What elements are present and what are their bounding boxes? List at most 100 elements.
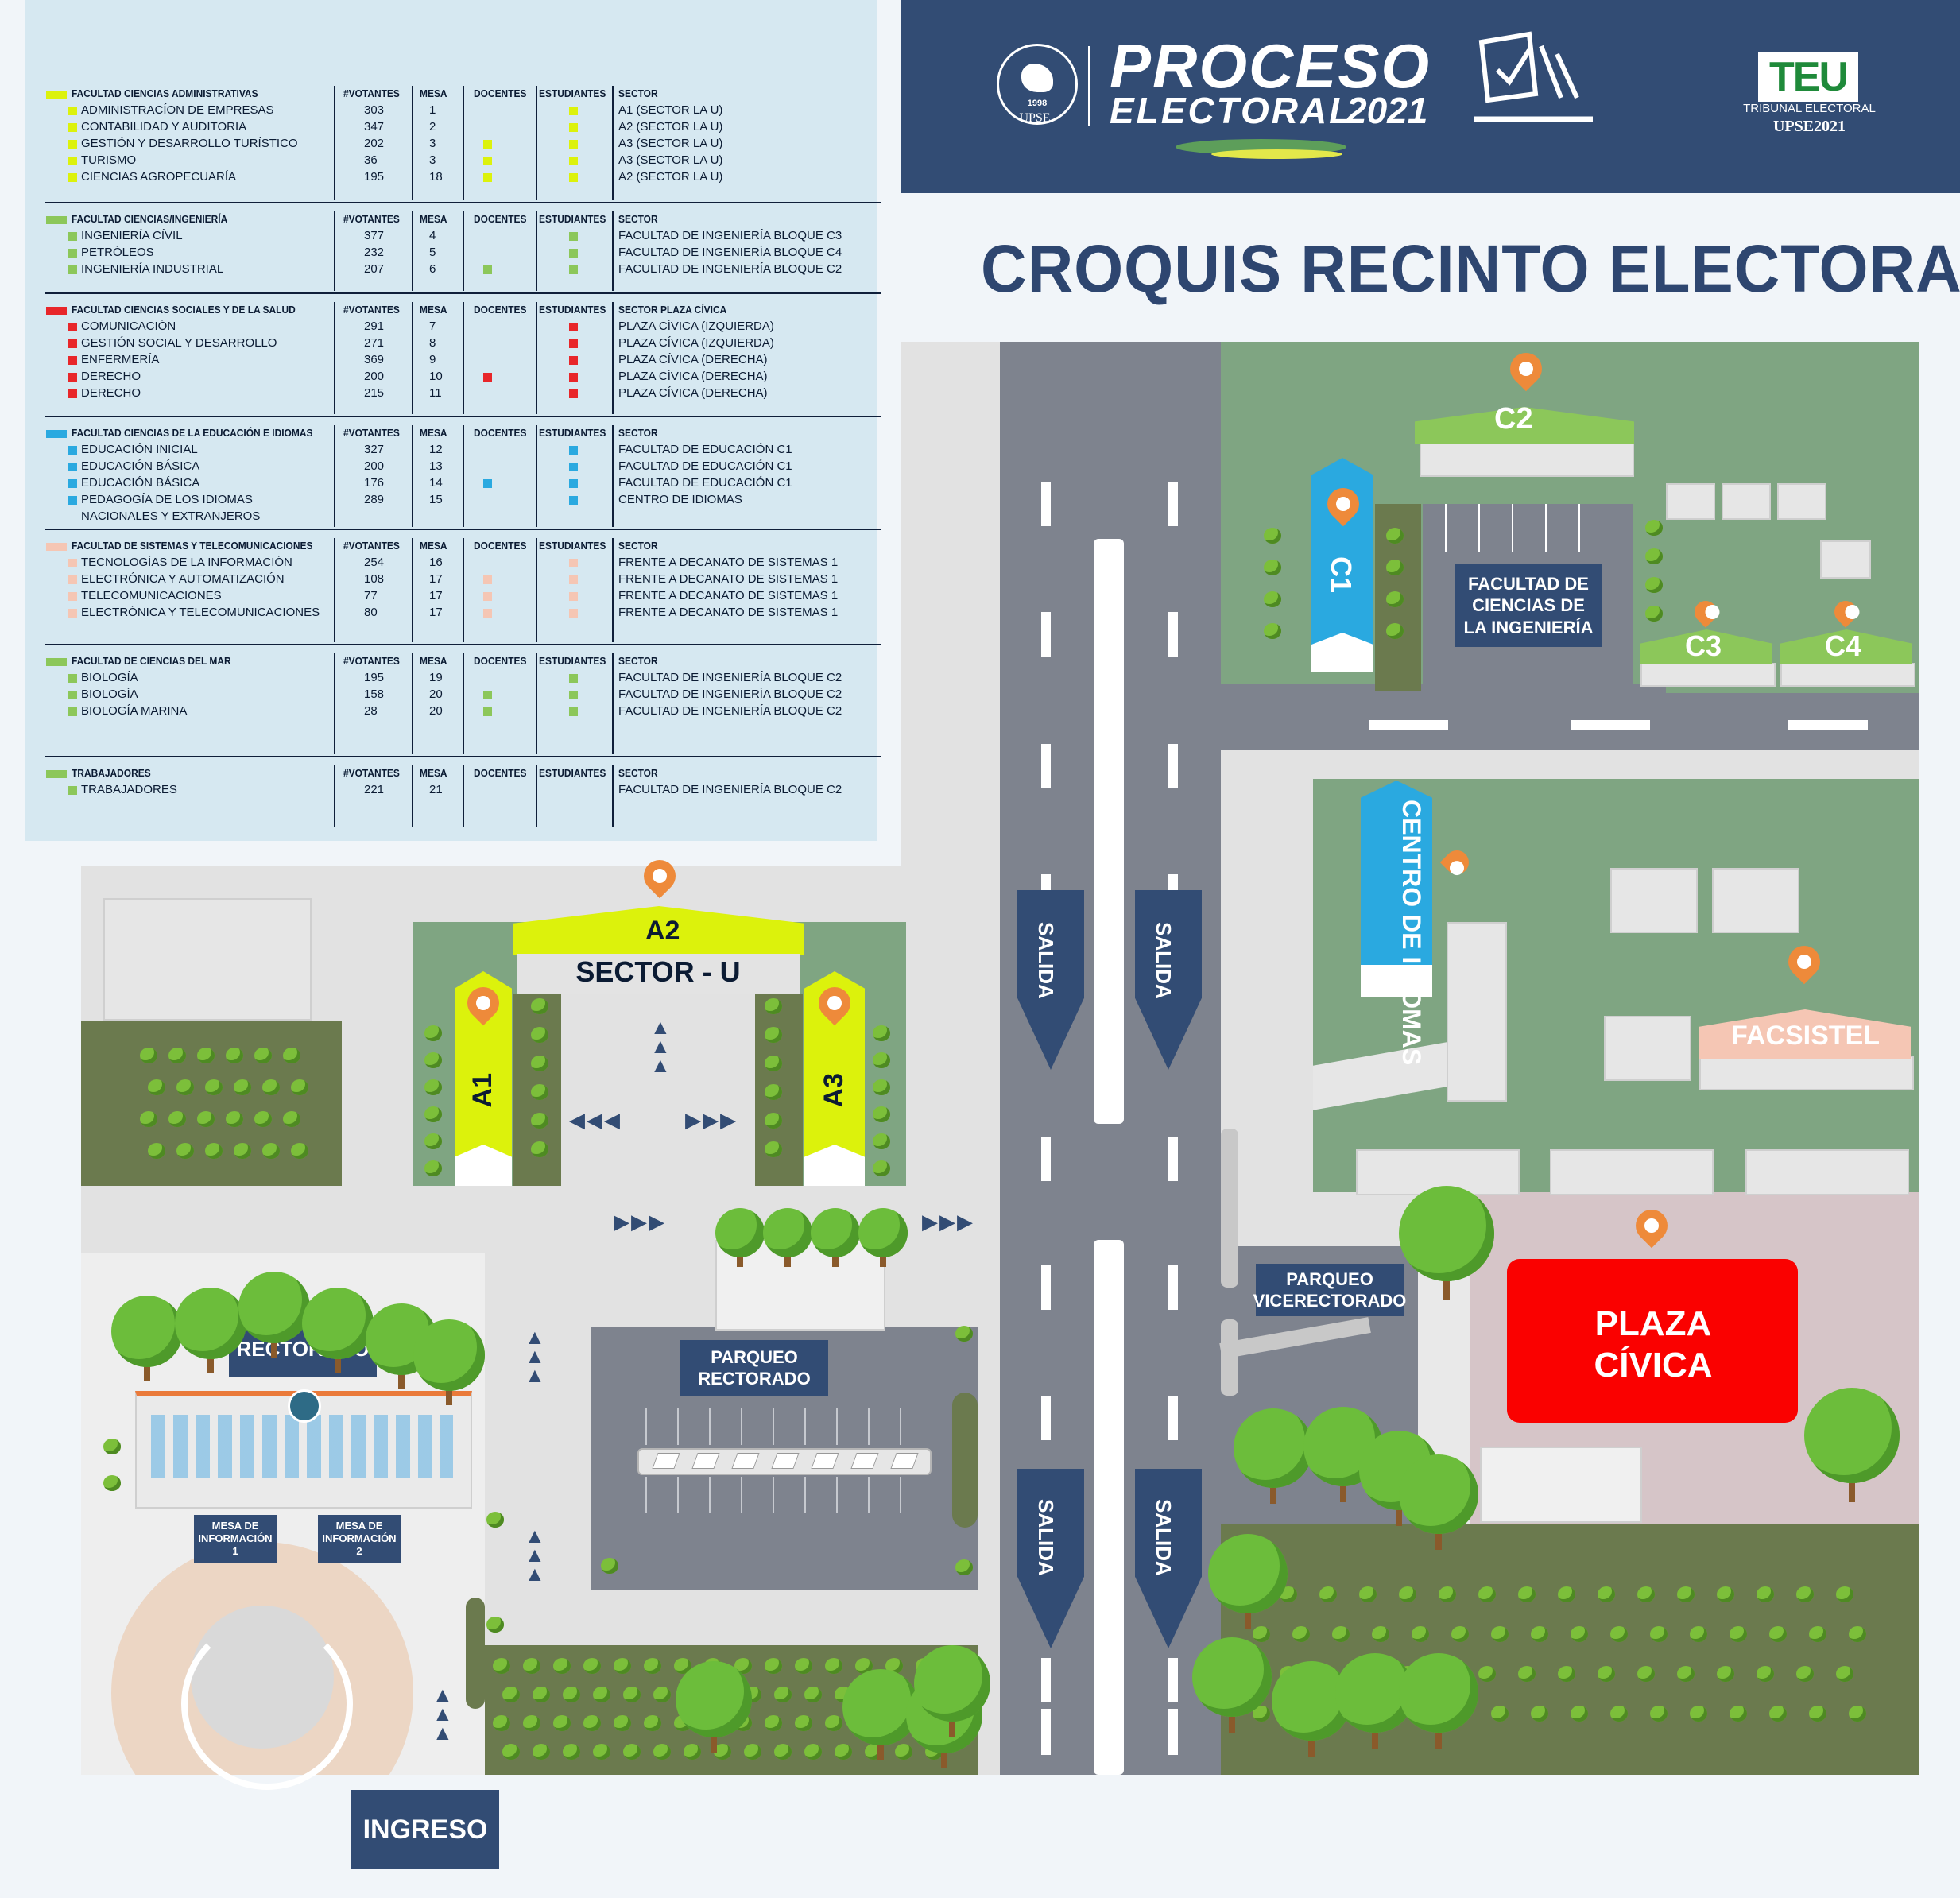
bush-icon <box>1717 1586 1734 1602</box>
row-mesa: 7 <box>429 320 436 333</box>
bush-icon <box>744 1744 761 1760</box>
estudiantes-header: ESTUDIANTES <box>539 655 606 667</box>
row-color-swatch <box>68 232 77 241</box>
tree-icon <box>1192 1637 1272 1717</box>
mesa-header: MESA <box>420 540 447 552</box>
bush-icon <box>563 1687 580 1702</box>
bush-icon <box>493 1658 510 1674</box>
building-row-3 <box>1745 1149 1909 1195</box>
parking-stall-line <box>804 1477 806 1513</box>
group-divider <box>45 756 881 757</box>
mesa-header: MESA <box>420 655 447 667</box>
a1-label: A1 <box>467 1073 498 1108</box>
group-divider <box>45 529 881 530</box>
group-divider <box>45 292 881 294</box>
bush-icon <box>140 1048 157 1063</box>
ingreso-label[interactable]: INGRESO <box>351 1790 499 1869</box>
parking-stall-line <box>804 1408 806 1445</box>
bush-icon <box>583 1715 601 1731</box>
bush-icon <box>653 1687 671 1702</box>
bush-icon <box>1610 1626 1628 1642</box>
row-votantes: 80 <box>364 606 378 619</box>
sector-u-label: SECTOR - U <box>575 955 741 988</box>
lane-dash <box>1041 1137 1051 1181</box>
row-name: INGENIERÍA CÍVIL <box>81 229 183 242</box>
hedge-left-parking <box>952 1393 978 1528</box>
bush-icon <box>226 1111 243 1127</box>
votantes-header: #VOTANTES <box>343 87 400 99</box>
row-votantes: 207 <box>364 262 385 276</box>
bush-icon <box>1809 1706 1826 1722</box>
group-title: FACULTAD CIENCIAS SOCIALES Y DE LA SALUD <box>72 304 296 316</box>
bush-icon <box>1637 1586 1655 1602</box>
bush-icon <box>623 1744 641 1760</box>
row-votantes: 176 <box>364 476 385 490</box>
row-color-swatch <box>68 707 77 716</box>
bush-icon <box>254 1048 272 1063</box>
row-sector: FACULTAD DE INGENIERÍA BLOQUE C3 <box>618 229 842 242</box>
mesa-header: MESA <box>420 87 447 99</box>
row-color-swatch <box>68 592 77 601</box>
bush-icon <box>1359 1586 1377 1602</box>
column-divider <box>412 765 413 827</box>
bush-icon <box>825 1715 842 1731</box>
column-divider <box>412 302 413 414</box>
bush-icon <box>873 1052 890 1068</box>
row-mesa: 1 <box>429 103 436 117</box>
row-name: GESTIÓN Y DESARROLLO TURÍSTICO <box>81 137 298 150</box>
row-name: EDUCACIÓN BÁSICA <box>81 459 200 473</box>
roundabout-ring <box>181 1618 353 1790</box>
docentes-header: DOCENTES <box>474 304 527 316</box>
bush-icon <box>563 1744 580 1760</box>
parking-stall-line <box>709 1408 711 1445</box>
building-c4-base <box>1780 663 1915 687</box>
group-divider <box>45 202 881 203</box>
row-name: COMUNICACIÓN <box>81 320 176 333</box>
c4-label: C4 <box>1825 629 1862 662</box>
sector-header: SECTOR <box>618 87 658 99</box>
row-name: ELECTRÓNICA Y AUTOMATIZACIÓN <box>81 572 285 586</box>
column-divider <box>536 302 537 414</box>
row-mesa: 15 <box>429 493 443 506</box>
row-name: DERECHO <box>81 386 141 400</box>
parking-line <box>1512 504 1513 552</box>
row-color-swatch <box>68 496 77 505</box>
row-color-swatch <box>68 479 77 488</box>
row-sector: A3 (SECTOR LA U) <box>618 137 723 150</box>
building-gray-top-left <box>103 898 312 1021</box>
row-mesa: 17 <box>429 572 443 586</box>
bush-icon <box>1645 548 1663 564</box>
estudiantes-marker <box>569 356 578 365</box>
hedge-walk <box>466 1598 485 1709</box>
row-votantes: 215 <box>364 386 385 400</box>
row-votantes: 36 <box>364 153 378 167</box>
row-color-swatch <box>68 389 77 398</box>
row-votantes: 77 <box>364 589 378 602</box>
estudiantes-header: ESTUDIANTES <box>539 213 606 225</box>
bush-icon <box>1518 1586 1536 1602</box>
bush-icon <box>291 1143 308 1159</box>
docentes-marker <box>483 140 492 149</box>
map-silhouette-icon <box>1021 64 1053 92</box>
column-divider <box>612 86 614 200</box>
row-mesa: 21 <box>429 783 443 796</box>
column-divider <box>463 302 464 414</box>
ballot-box-icon <box>1474 31 1593 122</box>
bush-icon <box>1571 1706 1588 1722</box>
column-divider <box>536 211 537 291</box>
c3-label: C3 <box>1685 629 1722 662</box>
bush-icon <box>424 1025 442 1041</box>
tree-icon <box>302 1288 374 1359</box>
building-sistemas-2 <box>1712 868 1799 933</box>
group-color-swatch <box>46 543 67 551</box>
row-name: BIOLOGÍA <box>81 688 138 701</box>
bush-icon <box>1478 1666 1496 1682</box>
bush-icon <box>531 1027 548 1043</box>
row-mesa: 11 <box>429 386 442 400</box>
group-title: FACULTAD CIENCIAS/INGENIERÍA <box>72 213 228 225</box>
estudiantes-marker <box>569 265 578 274</box>
estudiantes-marker <box>569 157 578 165</box>
tree-icon <box>763 1208 812 1257</box>
tree-icon <box>1804 1388 1900 1483</box>
row-name: DERECHO <box>81 370 141 383</box>
